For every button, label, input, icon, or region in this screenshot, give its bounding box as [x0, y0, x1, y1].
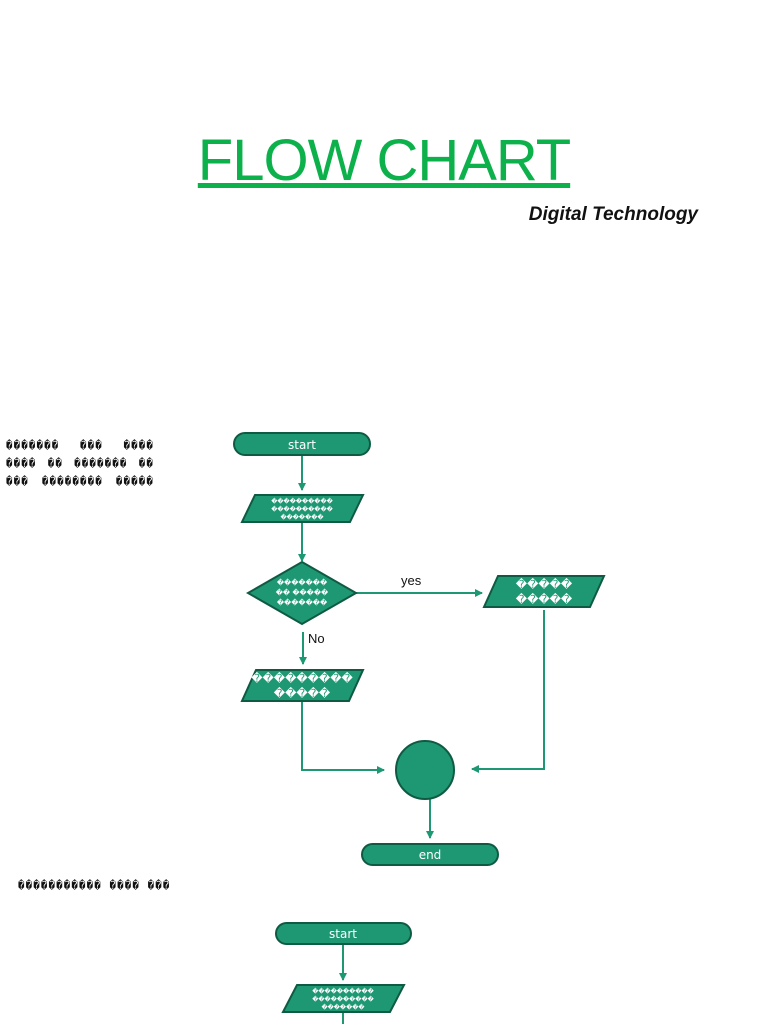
input-label-line3: ������� [280, 513, 324, 521]
flowchart1-end-terminal: end [361, 843, 499, 866]
yes-output-line1: ����� [516, 578, 573, 591]
decision-label-line2: �� ����� [276, 588, 329, 597]
flowchart2-start-label: start [329, 927, 357, 941]
page-subtitle: Digital Technology [528, 204, 698, 225]
flowchart2-start-terminal: start [275, 922, 412, 945]
description-note: ������� ��� ���� ���� �� ������� �� ��� … [6, 439, 154, 488]
page-title: FLOW CHART [197, 128, 571, 193]
input-label-line1: ���������� [271, 497, 333, 505]
flowchart1-merge-connector [395, 740, 455, 800]
no-output-line2: ����� [274, 687, 331, 700]
flowchart2-input-line2: ���������� [312, 995, 374, 1003]
connector-yes-output-to-merge [471, 610, 545, 773]
flowchart1-connectors [298, 455, 545, 839]
start-label: start [288, 438, 316, 452]
flowchart1-input-parallelogram: ���������� ���������� ������� [240, 494, 365, 523]
no-edge-label: No [308, 631, 325, 646]
no-output-line1: ��������� [251, 672, 353, 685]
flowchart2-input-parallelogram: ���������� ���������� ������� [281, 984, 406, 1013]
decision-label-line3: ������� [277, 598, 328, 607]
input-label-line2: ���������� [271, 505, 333, 513]
flowchart2-input-line1: ���������� [312, 987, 374, 995]
flowchart2-input-line3: ������� [321, 1003, 365, 1011]
flowchart1-yes-output-parallelogram: ����� ����� [482, 575, 606, 608]
decision-label-line1: ������� [277, 578, 328, 587]
flowchart1-decision-diamond: ������� �� ����� ������� [245, 560, 359, 626]
yes-output-line2: ����� [516, 593, 573, 606]
flowchart1-no-output-parallelogram: ��������� ����� [240, 669, 365, 702]
secondary-note: ����������� ���� ��� [18, 879, 171, 892]
end-label: end [419, 848, 442, 862]
flowchart1-start-terminal: start [233, 432, 371, 456]
yes-edge-label: yes [401, 573, 422, 588]
connector-no-output-to-merge [301, 702, 385, 774]
